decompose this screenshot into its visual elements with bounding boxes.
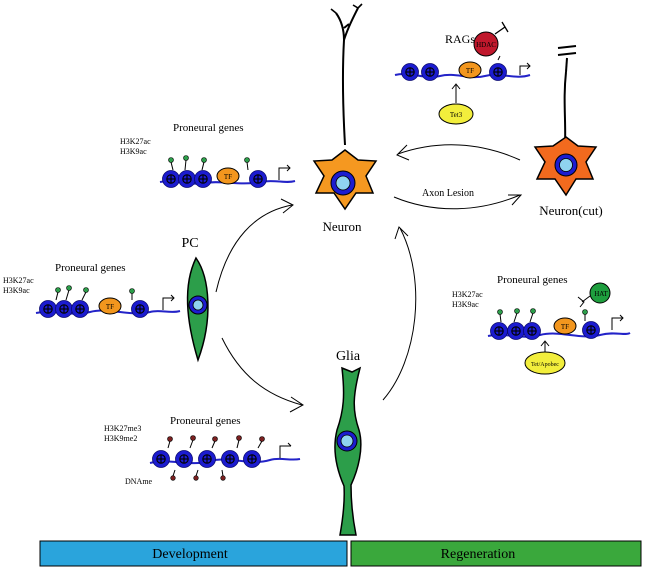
regeneration-label: Regeneration [441, 547, 516, 562]
panel-regen-proneural: Proneural genes H3K27ac H3K9ac TF HAT Te… [452, 274, 631, 375]
regen-panel-mark2: H3K9ac [452, 300, 479, 309]
arrow-glia-to-neuron [382, 226, 417, 401]
axon-lesion-label: Axon Lesion [422, 188, 474, 199]
neuron-panel-title: Proneural genes [173, 122, 244, 134]
glia-label: Glia [336, 349, 361, 364]
arrow-pc-to-neuron [215, 198, 294, 293]
development-bar: Development [39, 540, 348, 567]
panel-glia-proneural: Proneural genes H3K27me3 H3K9me2 DNAme [104, 415, 301, 486]
glia-panel-mark1: H3K27me3 [104, 424, 141, 433]
neuron-panel-tf: TF [224, 173, 232, 181]
arrow-pc-to-glia [221, 337, 304, 413]
rags-title: RAGs [445, 32, 475, 46]
neuron-label: Neuron [323, 219, 362, 234]
pc-panel-title: Proneural genes [55, 262, 126, 274]
neuron-cell: Neuron [312, 3, 378, 234]
glia-panel-dna: DNAme [125, 477, 153, 486]
regen-panel-title: Proneural genes [497, 274, 568, 286]
pc-label: PC [181, 236, 198, 251]
neuron-cut-cell: Neuron(cut) [533, 45, 603, 218]
rags-tet: Tet3 [450, 111, 463, 119]
arrow-neuron-cut-to-neuron [396, 144, 521, 161]
rags-tf: TF [466, 67, 474, 75]
regen-panel-hat: HAT [594, 290, 608, 298]
neuron-panel-mark1: H3K27ac [120, 137, 151, 146]
pc-panel-mark1: H3K27ac [3, 276, 34, 285]
glia-panel-mark2: H3K9me2 [104, 434, 137, 443]
neuron-cut-label: Neuron(cut) [539, 203, 603, 218]
pc-panel-tf: TF [106, 303, 114, 311]
glia-panel-title: Proneural genes [170, 415, 241, 427]
panel-rags: RAGs TF HDAC Tet3 [394, 21, 531, 125]
panel-pc-proneural: Proneural genes H3K27ac H3K9ac TF [3, 262, 181, 319]
development-label: Development [152, 547, 228, 562]
arrow-neuron-to-neuron-cut: Axon Lesion [393, 188, 523, 210]
neuron-panel-mark2: H3K9ac [120, 147, 147, 156]
regeneration-bar: Regeneration [350, 540, 642, 567]
regen-panel-mark1: H3K27ac [452, 290, 483, 299]
panel-neuron-proneural: Proneural genes H3K27ac H3K9ac TF [120, 122, 296, 189]
glia-cell: Glia [334, 349, 362, 536]
pc-cell: PC [181, 236, 209, 363]
pc-panel-mark2: H3K9ac [3, 286, 30, 295]
regen-panel-tf: TF [561, 323, 569, 331]
rags-hdac: HDAC [476, 41, 496, 49]
regen-panel-tet: Tet/Apobec [531, 362, 559, 368]
